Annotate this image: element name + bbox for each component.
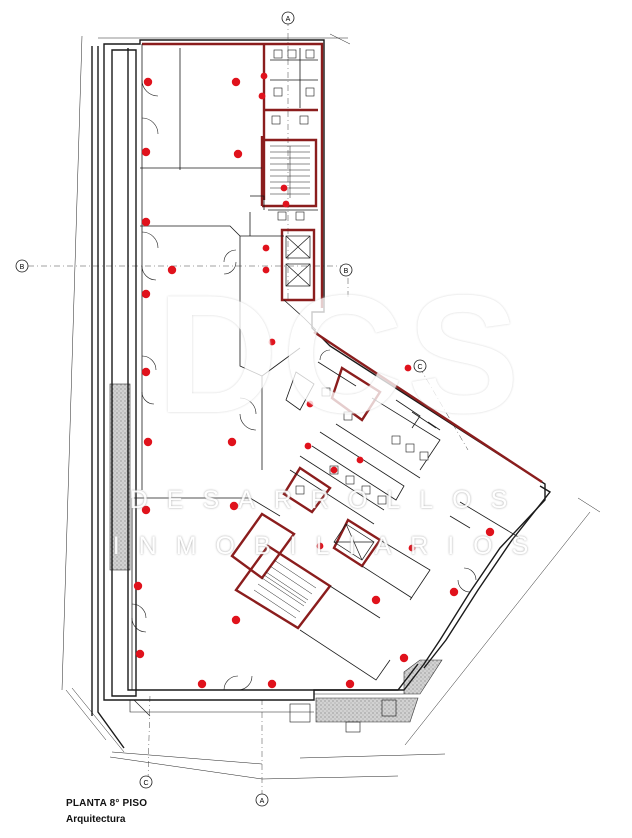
axis-label-c-bottom: C [143, 780, 148, 787]
axis-label-a-top: A [286, 16, 291, 23]
structural-walls [142, 42, 543, 630]
axis-marker-bottom: A [255, 793, 269, 807]
building-outline [91, 39, 552, 749]
axis-marker-right: B [339, 263, 353, 277]
axis-label-b-left: B [20, 264, 25, 271]
stair-core-north [270, 145, 310, 198]
dimension-lines [61, 33, 601, 780]
axis-marker-bottom-left: C [139, 775, 153, 789]
stair-core-south [253, 559, 317, 619]
structural-columns [133, 72, 495, 689]
elevators [285, 235, 375, 561]
door-swings [131, 79, 477, 691]
shaft-left [109, 383, 131, 571]
drawing-subtitle: Arquitectura [66, 814, 126, 825]
axis-label-a-bottom: A [260, 798, 265, 805]
axis-marker-left: B [15, 259, 29, 273]
axis-label-b-right: B [344, 268, 349, 275]
shaft-bottom [314, 659, 443, 695]
axis-label-c: C [417, 364, 422, 371]
axis-marker-top: A [281, 11, 295, 25]
drawing-title: PLANTA 8° PISO [66, 798, 148, 809]
grid-axes [28, 20, 469, 796]
axis-marker-diagonal: C [413, 359, 427, 373]
exterior-elements [129, 699, 397, 733]
shaft-bottom-2 [315, 697, 419, 723]
